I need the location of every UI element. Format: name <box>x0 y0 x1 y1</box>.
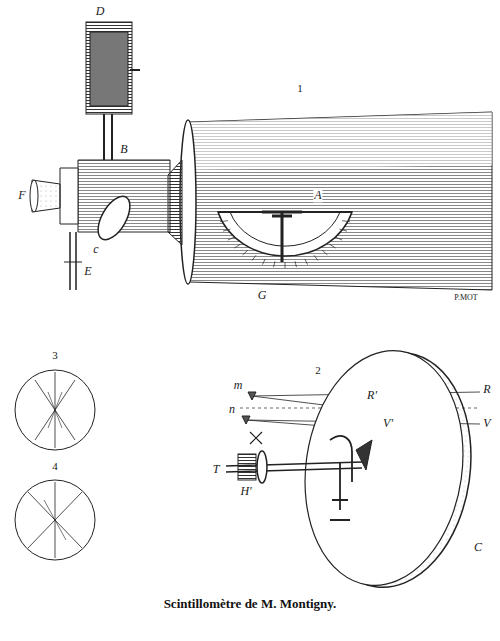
arc-tick <box>220 221 228 222</box>
arc-tick <box>285 262 286 268</box>
part-letter: G <box>257 289 268 302</box>
part-letter: D <box>95 5 106 18</box>
arc-tick <box>314 255 318 260</box>
arc-tick <box>340 229 348 231</box>
arc-tick <box>262 259 265 265</box>
figure-number: 4 <box>51 460 59 472</box>
ray-letter: V' <box>382 417 394 430</box>
engraver-signature: P.MOT <box>453 294 478 303</box>
part-letter: A <box>313 189 322 202</box>
part-letter: T <box>212 463 221 476</box>
figure-number: 1 <box>296 82 304 94</box>
part-letter: C <box>473 541 483 554</box>
arc-tick <box>219 212 227 213</box>
part-letter: n <box>228 403 236 416</box>
figure-caption: Scintillomètre de M. Montigny. <box>0 596 500 612</box>
ray-letter: R <box>482 383 491 396</box>
part-letter: B <box>119 143 128 156</box>
part-letter: E <box>83 265 92 278</box>
part-letter: c <box>92 243 99 256</box>
figure-number: 3 <box>51 349 59 361</box>
arc-tick <box>322 250 327 255</box>
arc-tick <box>342 221 350 222</box>
arc-tick <box>295 261 296 267</box>
arc-tick <box>335 237 342 240</box>
figure-number: 2 <box>314 364 322 376</box>
ray-letter: V <box>482 417 491 430</box>
arc-tick <box>228 237 235 240</box>
arc-tick <box>243 250 248 255</box>
part-letter: H' <box>239 485 252 498</box>
arc-tick <box>343 212 351 213</box>
arc-tick <box>305 259 308 265</box>
part-letter: m <box>233 379 244 392</box>
arc-tick <box>274 261 275 267</box>
arc-tick <box>329 244 335 248</box>
ray-letter: R' <box>366 389 378 402</box>
arc-tick <box>252 255 256 260</box>
arc-tick <box>223 229 231 231</box>
part-letter: F <box>17 189 26 202</box>
arc-tick <box>234 244 240 248</box>
